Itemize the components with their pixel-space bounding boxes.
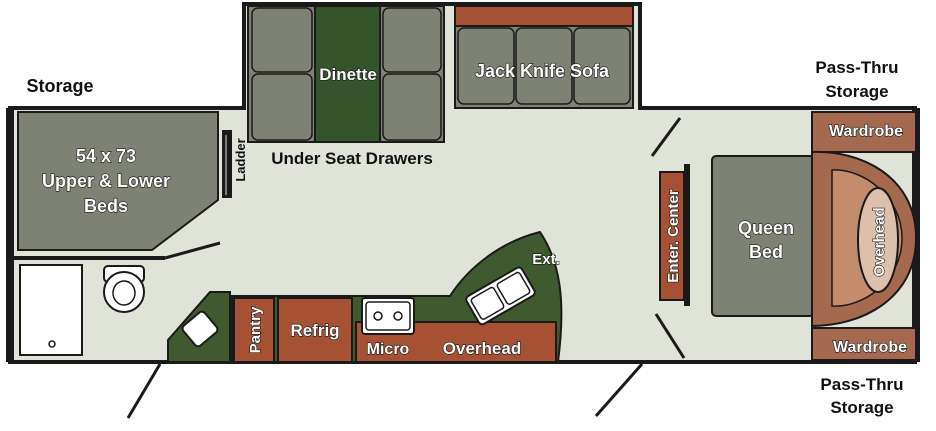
wardrobe-top [811,111,917,153]
kitchen-sink [465,266,536,326]
rear-wall [6,108,14,362]
kitchen-overhead-label: Overhead [443,339,521,358]
under-seat-drawers-label: Under Seat Drawers [271,149,433,168]
refrig-label: Refrig [290,321,339,340]
ext-label: Ext. [532,251,560,268]
ladder [222,130,232,198]
bedroom-overhead [811,150,918,328]
shower-drain [48,340,56,348]
microwave-stove [361,297,415,335]
toilet [103,265,145,313]
pantry [233,297,275,363]
pass-thru-top-label-1: Pass-Thru [815,58,898,77]
pass-thru-top-label-2: Storage [825,82,888,101]
enter-center-label: Enter. Center [665,189,682,283]
shower [19,264,83,356]
bunk-curtain-line [164,241,221,260]
sofa-back [454,5,634,27]
bath-sink [167,291,231,363]
sofa-label: Jack Knife Sofa [475,61,610,81]
bunk-label-3: Beds [84,196,128,216]
bunk-label-1: 54 x 73 [76,146,136,166]
pass-thru-bottom-label-1: Pass-Thru [820,375,903,394]
bedroom-door-upper [650,117,682,157]
dinette-cushions [251,7,442,141]
queen-bed-label-1: Queen [738,218,794,238]
queen-bed-label-2: Bed [749,242,783,262]
door-swing-right [594,363,644,417]
wardrobe-top-label: Wardrobe [829,123,903,140]
door-swing-left [126,363,162,419]
micro-label: Micro [367,341,410,358]
bunk-beds [17,111,219,251]
pantry-label: Pantry [247,306,264,353]
wardrobe-bottom [811,327,917,361]
storage-left-label: Storage [26,76,93,96]
dinette-label: Dinette [319,65,377,84]
bedroom-door-lower [654,313,686,359]
dinette-table [314,5,381,143]
pass-thru-bottom-label-2: Storage [830,398,893,417]
bedroom-overhead-label: Overhead [871,207,888,276]
refrigerator [277,297,353,363]
wardrobe-bottom-label: Wardrobe [833,339,907,356]
bunk-label-2: Upper & Lower [42,171,170,191]
ladder-label: Ladder [233,138,248,181]
sofa-cushions [457,27,631,105]
